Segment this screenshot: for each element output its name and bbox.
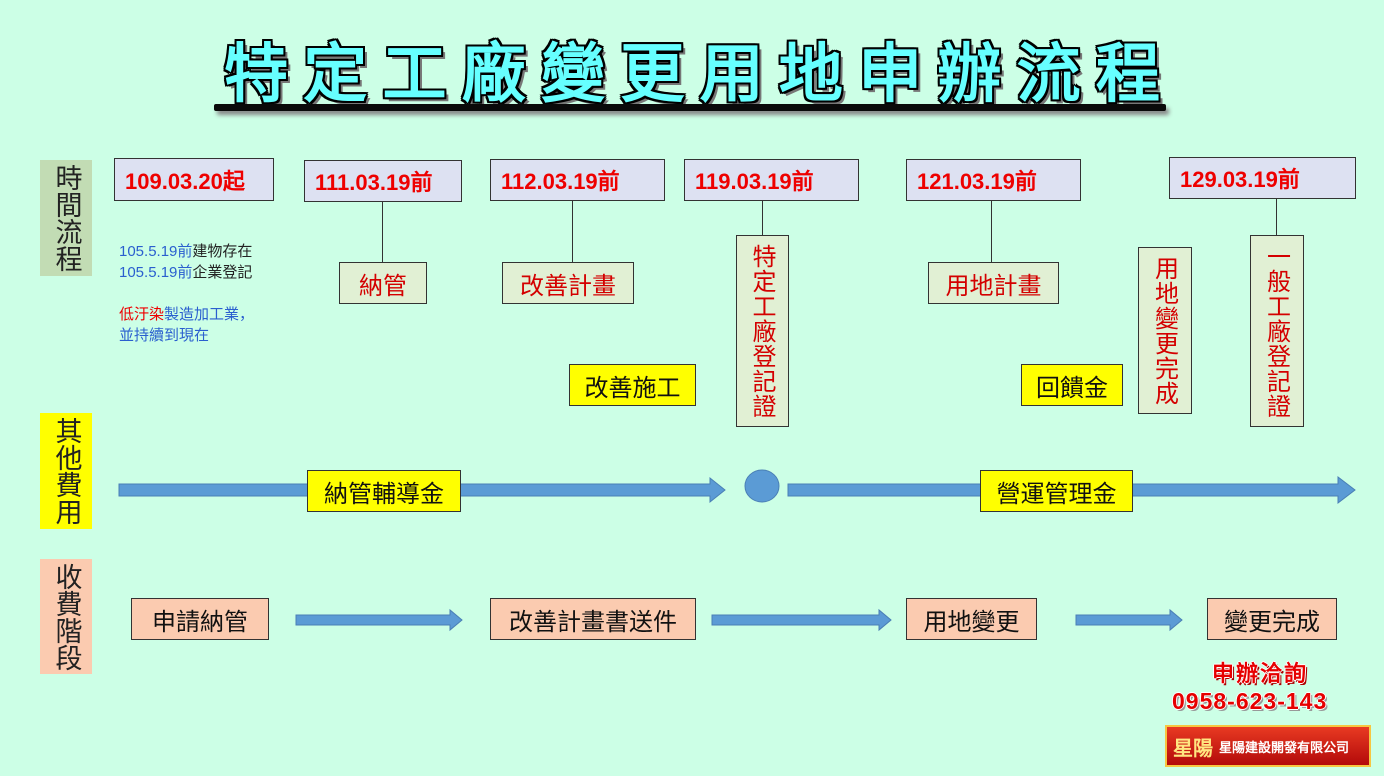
note-date: 105.5.19前 — [119, 264, 193, 281]
title-char: 變 — [541, 38, 606, 112]
note-blue: 製造加工業， — [164, 306, 255, 323]
title-char: 辦 — [937, 38, 1002, 112]
logo-company-name: 星陽建設開發有限公司 — [1219, 740, 1350, 756]
date-box: 129.03.19前 — [1169, 157, 1356, 199]
connector-line — [762, 201, 763, 235]
stage-submit-plan: 改善計畫書送件 — [490, 598, 696, 640]
title-char: 用 — [699, 38, 764, 112]
title-underline — [214, 104, 1166, 111]
date-box: 111.03.19前 — [304, 160, 462, 202]
step-feedback: 回饋金 — [1021, 364, 1123, 406]
title-char: 地 — [778, 38, 843, 112]
logo-mark: 星陽 — [1173, 735, 1213, 760]
title-char: 特 — [224, 38, 288, 112]
side-label-time: 時間流程 — [40, 160, 92, 276]
arrow-stage-1 — [295, 608, 463, 632]
step-general-factory-cert: 一般工廠登記證 — [1250, 235, 1304, 427]
step-improvement-plan: 改善計畫 — [502, 262, 634, 304]
date-box: 109.03.20起 — [114, 158, 274, 201]
title-char: 流 — [1016, 38, 1081, 112]
company-logo: 星陽 星陽建設開發有限公司 — [1165, 725, 1371, 767]
title-char: 定 — [303, 38, 368, 112]
note-text: 企業登記 — [192, 264, 253, 281]
step-land-use-plan: 用地計畫 — [928, 262, 1059, 304]
title-char: 更 — [620, 38, 685, 112]
step-improvement-work: 改善施工 — [569, 364, 696, 406]
note-text: 建物存在 — [192, 243, 253, 260]
connector-line — [572, 201, 573, 262]
step-registration: 納管 — [339, 262, 427, 304]
side-label-other-fees: 其他費用 — [40, 413, 92, 529]
date-box: 112.03.19前 — [490, 159, 665, 201]
connector-line — [991, 201, 992, 262]
title-char: 程 — [1095, 38, 1160, 112]
stage-change-done: 變更完成 — [1207, 598, 1337, 640]
stage-land-change: 用地變更 — [906, 598, 1037, 640]
step-factory-cert: 特定工廠登記證 — [736, 235, 789, 427]
eligibility-notes: 105.5.19前建物存在 105.5.19前企業登記 低汙染製造加工業， 並持… — [119, 241, 254, 346]
page-title: 特 定 工 廠 變 更 用 地 申 辦 流 程 — [222, 28, 1162, 112]
connector-line — [1276, 199, 1277, 235]
connector-line — [382, 202, 383, 262]
contact-phone[interactable]: 0958-623-143 — [1172, 688, 1328, 714]
stage-apply-registration: 申請納管 — [131, 598, 269, 640]
side-label-fee-stage: 收費階段 — [40, 559, 92, 674]
milestone-circle — [744, 469, 780, 503]
arrow-stage-2 — [711, 608, 892, 632]
title-char: 工 — [382, 38, 447, 112]
date-box: 119.03.19前 — [684, 159, 859, 201]
note-text: 並持續到現在 — [119, 327, 210, 344]
fee-operation: 營運管理金 — [980, 470, 1133, 512]
date-box: 121.03.19前 — [906, 159, 1081, 201]
note-red: 低汙染 — [119, 306, 165, 323]
step-land-change-done: 用地變更完成 — [1138, 247, 1192, 414]
title-char: 申 — [858, 38, 923, 112]
title-char: 廠 — [461, 38, 526, 112]
fee-guidance-fund: 納管輔導金 — [307, 470, 461, 512]
contact-label: 申辦洽詢 — [1212, 661, 1309, 687]
arrow-stage-3 — [1075, 608, 1183, 632]
note-date: 105.5.19前 — [119, 243, 193, 260]
